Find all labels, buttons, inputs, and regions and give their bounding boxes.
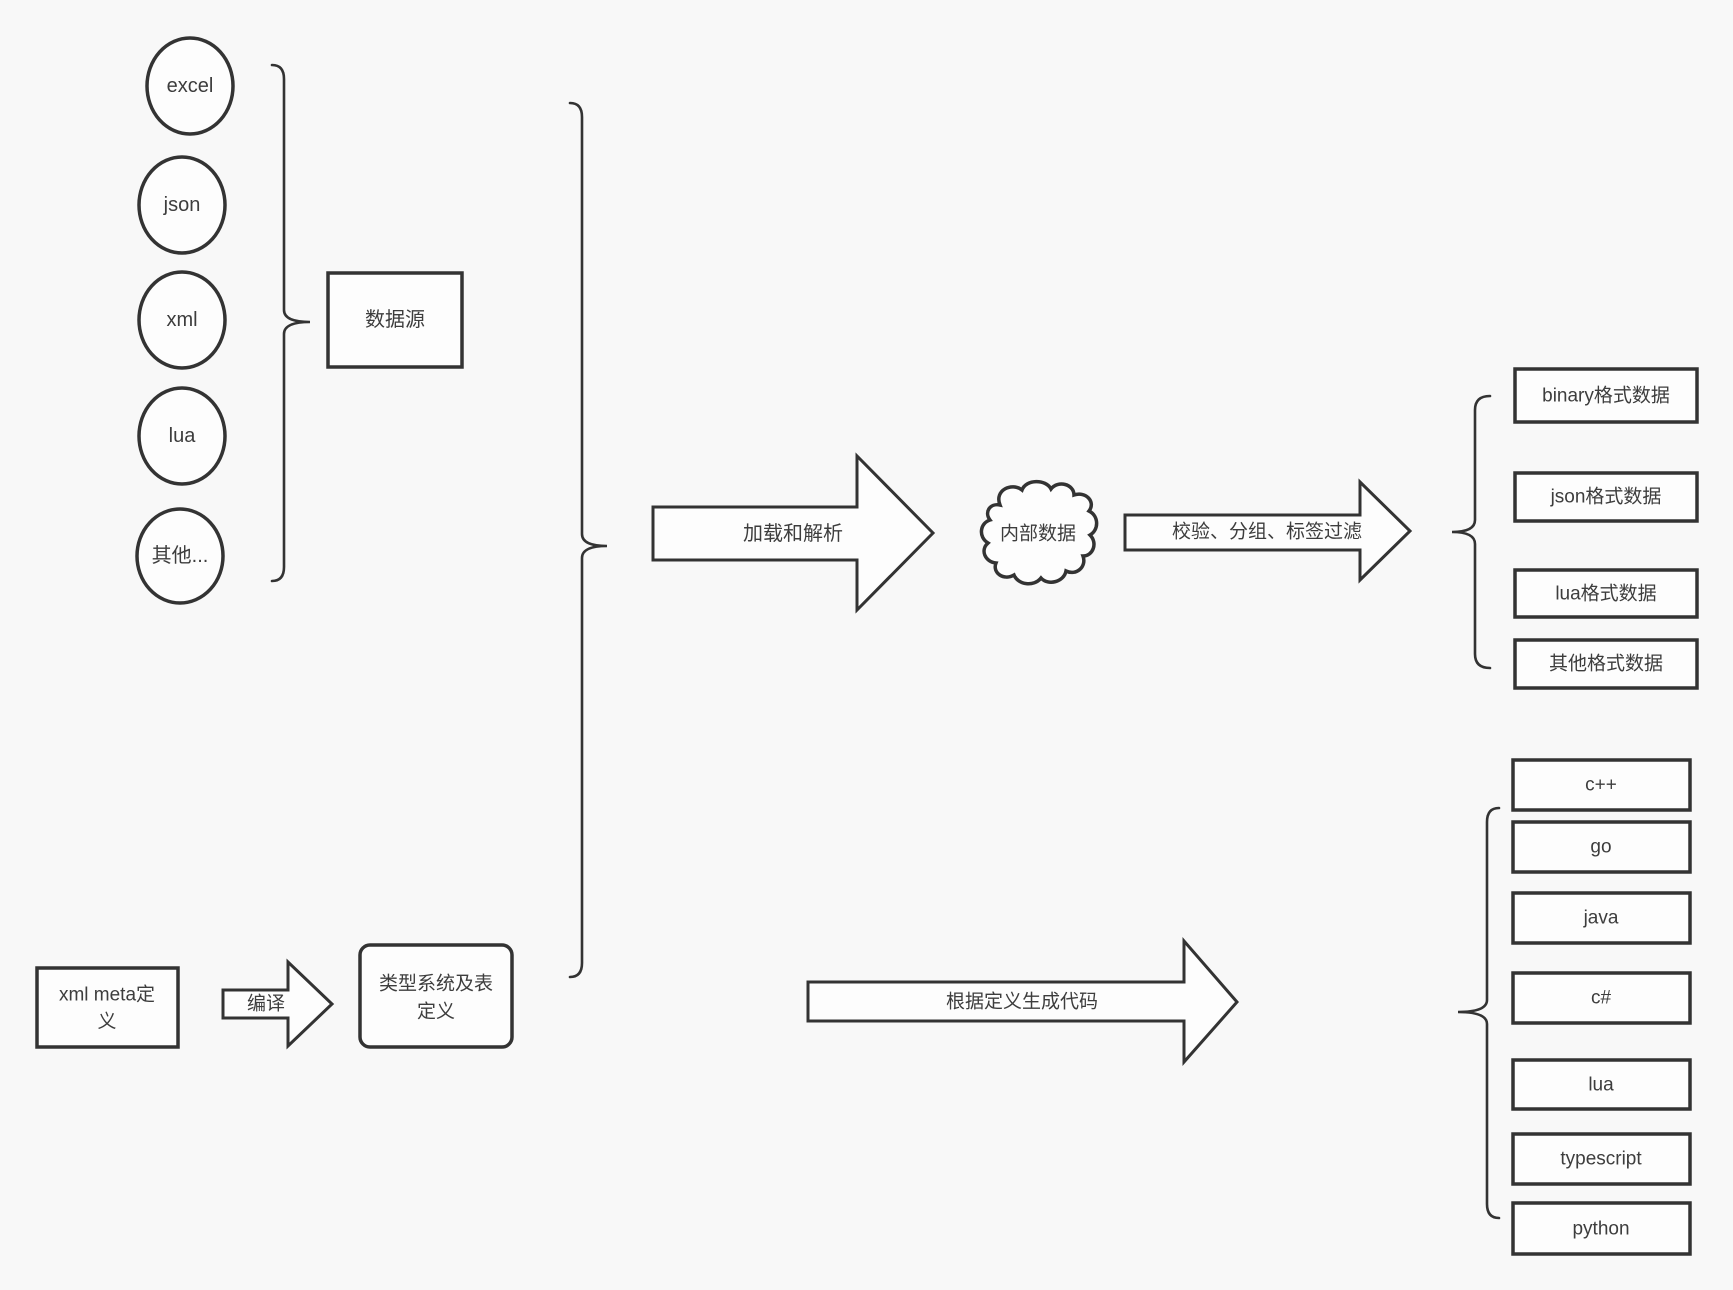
language-label: python [1572,1219,1629,1240]
format-box-binary [1513,367,1699,424]
language-box-python [1511,1201,1692,1256]
generate-code-arrow-label: 根据定义生成代码 [946,991,1098,1013]
compile-arrow-label: 编译 [247,993,285,1015]
format-label: 其他格式数据 [1549,653,1663,675]
language-label: lua [1588,1075,1614,1096]
source-ellipse-json [137,155,227,255]
type-system-label-line2: 定义 [417,1001,455,1023]
data-source-label: 数据源 [365,308,425,331]
filter-arrow-label: 校验、分组、标签过滤 [1172,521,1362,543]
sources-brace [270,63,311,583]
source-ellipse-xml [137,270,227,370]
language-label: typescript [1560,1149,1642,1170]
type-system-box [358,943,514,1049]
language-box-lua [1511,1058,1692,1111]
format-label: binary格式数据 [1542,385,1670,407]
source-label: 其他... [152,544,209,567]
language-boxes: c++ go java c# lua typescript python [1511,758,1692,1256]
source-group: excel json xml lua 其他... [135,36,235,605]
language-box-cpp [1511,758,1692,812]
main-left-brace [568,101,608,979]
languages-brace [1457,806,1501,1220]
format-box-lua [1513,568,1699,619]
xml-meta-label-line2: 义 [97,1011,116,1033]
format-boxes: binary格式数据 json格式数据 lua格式数据 其他格式数据 [1513,367,1699,690]
language-label: c++ [1585,775,1617,796]
source-ellipse-excel [145,36,235,136]
source-label: json [163,194,201,216]
data-source-box [326,271,464,369]
language-box-java [1511,891,1692,945]
format-label: json格式数据 [1550,486,1662,508]
xml-meta-label-line1: xml meta定 [59,984,155,1006]
source-label: xml [166,309,197,331]
format-box-json [1513,471,1699,523]
source-label: excel [167,75,214,97]
generate-code-arrow [806,936,1239,1066]
language-box-go [1511,820,1692,874]
language-label: java [1583,908,1619,929]
format-label: lua格式数据 [1555,583,1656,605]
language-box-typescript [1511,1132,1692,1186]
source-ellipse-other [135,507,225,605]
source-ellipse-lua [137,386,227,486]
load-parse-arrow-label: 加载和解析 [743,522,843,545]
internal-data-label: 内部数据 [1000,523,1076,545]
language-box-csharp [1511,971,1692,1025]
language-label: go [1590,837,1611,858]
type-system-label-line1: 类型系统及表 [379,973,493,995]
xml-meta-box [35,966,180,1049]
internal-data-cloud [979,479,1099,586]
filter-arrow [1123,478,1413,584]
load-parse-arrow [651,452,936,614]
source-label: lua [169,425,197,447]
language-label: c# [1591,988,1612,1009]
format-box-other [1513,638,1699,690]
formats-brace [1451,394,1492,670]
compile-arrow [221,958,335,1050]
